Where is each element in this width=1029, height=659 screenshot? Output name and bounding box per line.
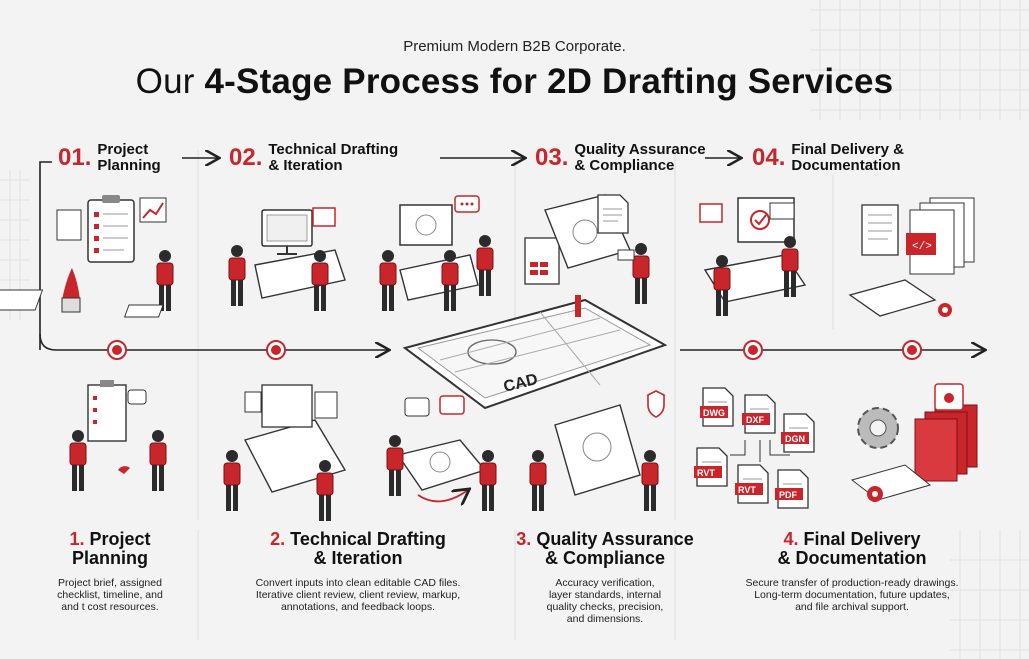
stage-2-title-line: & Iteration bbox=[313, 548, 403, 568]
file-icon-pdf: PDF bbox=[775, 469, 809, 509]
stage-3-title: 3. Quality Assurance& Compliance bbox=[505, 530, 705, 568]
stage-4-number: 4. bbox=[783, 529, 799, 549]
stage-1-title-line: Planning bbox=[72, 548, 148, 568]
timeline-node-2 bbox=[266, 340, 286, 360]
description-line: quality checks, precision, bbox=[546, 601, 664, 613]
iteration-review-illustration bbox=[223, 384, 347, 522]
description-line: layer standards, internal bbox=[548, 589, 662, 601]
compliance-inspection-illustration bbox=[529, 390, 665, 512]
description-line: and file archival support. bbox=[795, 601, 909, 613]
stage-label-line: Project bbox=[97, 141, 149, 158]
stage-2-description: Convert inputs into clean editable CAD f… bbox=[218, 577, 498, 613]
stage-label-line: Final Delivery & bbox=[791, 141, 904, 158]
stage-header-2: 02. Technical Drafting& Iteration bbox=[229, 142, 398, 174]
description-line: Accuracy verification, bbox=[555, 577, 655, 589]
stage-4-title: 4. Final Delivery& Documentation bbox=[712, 530, 992, 568]
flow-connector-top bbox=[39, 161, 52, 350]
timeline-node-3 bbox=[743, 340, 763, 360]
file-format-label: DXF bbox=[746, 415, 765, 425]
stage-4-title-line: & Documentation bbox=[777, 548, 927, 568]
review-desk-illustration bbox=[379, 195, 494, 312]
cad-plate-illustration: CAD bbox=[402, 237, 668, 410]
stage-label-line: Documentation bbox=[791, 157, 901, 174]
file-icon-rvt-2: RVT bbox=[735, 464, 769, 504]
stage-1-number: 1. bbox=[69, 529, 85, 549]
stage-2-title: 2. Technical Drafting& Iteration bbox=[218, 530, 498, 568]
timeline-line-left bbox=[39, 333, 388, 350]
description-line: Secure transfer of production-ready draw… bbox=[745, 577, 959, 589]
file-format-label: DWG bbox=[703, 408, 725, 418]
timeline-node-1 bbox=[107, 340, 127, 360]
planning-clipboard-illustration bbox=[0, 195, 174, 313]
delivery-workstation-illustration bbox=[699, 197, 807, 317]
description-line: and t cost resources. bbox=[61, 601, 159, 613]
stage-label: Final Delivery &Documentation bbox=[791, 142, 904, 174]
stage-label-line: & Compliance bbox=[574, 157, 675, 174]
tagline: Premium Modern B2B Corporate. bbox=[403, 38, 626, 55]
stage-3-number: 3. bbox=[516, 529, 532, 549]
file-format-label: RVT bbox=[738, 485, 756, 495]
archive-settings-illustration bbox=[850, 383, 978, 502]
description-line: Long-term documentation, future updates, bbox=[754, 589, 950, 601]
title-bold: 4-Stage Process for 2D Drafting Services bbox=[204, 62, 894, 101]
stage-3-title-line: Quality Assurance bbox=[536, 529, 694, 549]
stage-number: 03. bbox=[535, 144, 569, 171]
stage-label-line: Planning bbox=[97, 157, 161, 174]
stage-label-line: & Iteration bbox=[268, 157, 343, 174]
stage-label: Quality Assurance& Compliance bbox=[574, 142, 705, 174]
quality-review-illustration bbox=[544, 194, 650, 305]
stage-label-line: Quality Assurance bbox=[574, 141, 706, 158]
description-line: annotations, and feedback loops. bbox=[280, 601, 436, 613]
stage-1-description: Project brief, assigned checklist, timel… bbox=[20, 577, 200, 613]
file-icon-dxf: DXF bbox=[742, 394, 776, 434]
stage-2-title-line: Technical Drafting bbox=[290, 529, 446, 549]
stage-1-title-line: Project bbox=[89, 529, 151, 549]
title-prefix: Our bbox=[135, 62, 205, 101]
stage-number: 02. bbox=[229, 144, 263, 171]
stage-header-3: 03. Quality Assurance& Compliance bbox=[535, 142, 706, 174]
file-format-label: DGN bbox=[785, 434, 805, 444]
page-title: Our 4-Stage Process for 2D Drafting Serv… bbox=[0, 62, 1029, 102]
stage-header-4: 04. Final Delivery &Documentation bbox=[752, 142, 904, 174]
stage-3-title-line: & Compliance bbox=[544, 548, 666, 568]
file-icon-dwg: DWG bbox=[700, 387, 734, 427]
stage-number: 04. bbox=[752, 144, 786, 171]
documentation-stack-illustration: </> bbox=[848, 197, 975, 317]
description-line: Convert inputs into clean editable CAD f… bbox=[255, 577, 461, 589]
file-icon-rvt: RVT bbox=[694, 447, 728, 487]
stage-label-line: Technical Drafting bbox=[268, 141, 399, 158]
file-format-label: PDF bbox=[779, 490, 798, 500]
timeline-node-4 bbox=[902, 340, 922, 360]
stage-3-description: Accuracy verification, layer standards, … bbox=[505, 577, 705, 625]
svg-text:</>: </> bbox=[912, 241, 932, 253]
stage-4-description: Secure transfer of production-ready draw… bbox=[712, 577, 992, 613]
description-line: and dimensions. bbox=[566, 613, 644, 625]
file-formats-illustration: DWG DXF DGN RVT RVT PDF bbox=[694, 387, 815, 509]
file-format-label: RVT bbox=[697, 468, 715, 478]
collaboration-table-illustration bbox=[386, 395, 497, 512]
description-line: Iterative client review, client review, … bbox=[255, 589, 461, 601]
stage-2-number: 2. bbox=[270, 529, 286, 549]
planning-meeting-illustration bbox=[69, 380, 167, 492]
description-line: Project brief, assigned bbox=[58, 577, 162, 589]
description-line: checklist, timeline, and bbox=[57, 589, 163, 601]
stage-label: Technical Drafting& Iteration bbox=[268, 142, 398, 174]
stage-number: 01. bbox=[58, 144, 92, 171]
stage-4-title-line: Final Delivery bbox=[803, 529, 921, 549]
file-icon-dgn: DGN bbox=[781, 413, 815, 453]
drafting-desk-illustration bbox=[123, 207, 346, 318]
